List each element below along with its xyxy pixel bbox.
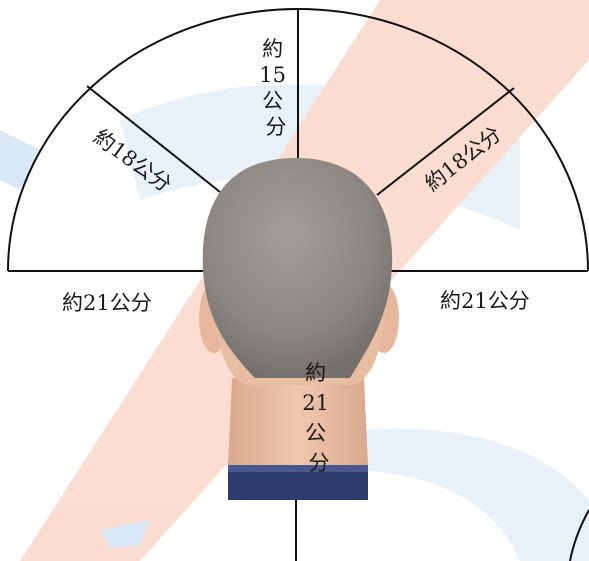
label-left: 約21公分 <box>62 291 152 315</box>
label-bottom-char-3: 公 <box>305 421 326 445</box>
watermark-blue-check <box>0 130 40 190</box>
hair <box>203 158 392 378</box>
label-top-char-2: 15 <box>259 63 286 87</box>
label-top-char-3: 公 <box>262 89 283 113</box>
label-bottom-char-2: 21 <box>302 391 329 415</box>
label-top-char-4: 分 <box>266 115 287 139</box>
watermark-blue-arc <box>340 429 589 561</box>
label-bottom-char-4: 分 <box>309 451 330 475</box>
label-bottom-char-1: 約 <box>305 361 326 385</box>
label-right: 約21公分 <box>440 289 530 313</box>
neck <box>228 378 368 465</box>
label-top-char-1: 約 <box>262 37 283 61</box>
